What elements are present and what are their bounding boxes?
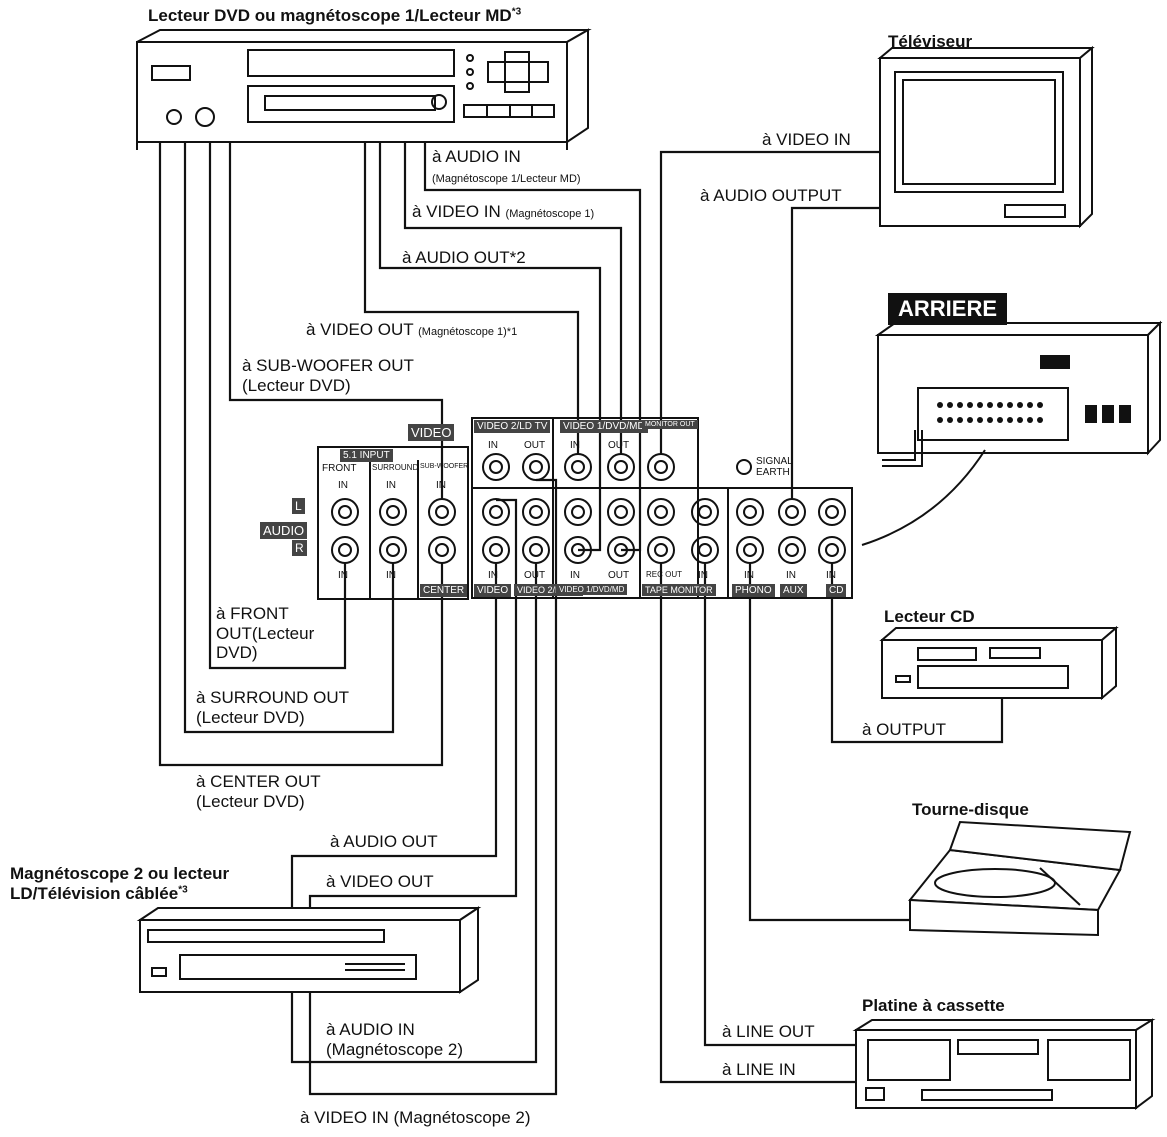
panel-rec-out: REC OUT <box>646 570 682 579</box>
label-vcr2-video-in: à VIDEO IN (Magnétoscope 2) <box>300 1108 531 1127</box>
panel-aux-in: IN <box>786 570 796 581</box>
vcr2-title: Magnétoscope 2 ou lecteur LD/Télévision … <box>10 864 230 904</box>
panel-l-tag: L <box>292 498 305 514</box>
tv-title: Téléviseur <box>888 32 973 51</box>
panel-a-v2-out: OUT <box>524 570 546 581</box>
label-vcr2-audio-in: à AUDIO IN (Magnétoscope 2) <box>326 1020 464 1059</box>
panel-51-input: 5.1 INPUT <box>340 449 393 462</box>
label-audio-in-vcr1: à AUDIO IN (Magnétoscope 1/Lecteur MD) <box>432 147 581 185</box>
label-tv-video-in: à VIDEO IN <box>762 130 851 149</box>
dvd-vcr1-title: Lecteur DVD ou magnétoscope 1/Lecteur MD… <box>148 6 522 25</box>
panel-subwoofer-in: IN <box>436 480 446 491</box>
panel-signal-earth: SIGNAL EARTH <box>756 456 793 478</box>
panel-video2-ld-tv: VIDEO 2/LD TV <box>474 420 551 433</box>
label-cassette-line-out: à LINE OUT <box>722 1022 815 1041</box>
cd-player-device <box>879 625 1119 701</box>
cables <box>158 142 1004 1096</box>
panel-cd: CD <box>826 584 847 597</box>
panel-video1-dvd-md: VIDEO 1/DVD/MD <box>560 420 648 433</box>
panel-video-tag: VIDEO <box>408 424 455 441</box>
panel-audio-tag: AUDIO <box>260 522 308 539</box>
label-cd-output: à OUTPUT <box>862 720 947 739</box>
panel-surround-in: IN <box>386 480 396 491</box>
panel-a-v2-in: IN <box>488 570 498 581</box>
cassette-deck-device <box>852 1018 1156 1110</box>
label-tv-audio-output: à AUDIO OUTPUT <box>700 186 842 205</box>
panel-front-in: IN <box>338 480 348 491</box>
label-video-out-vcr1: à VIDEO OUT (Magnétoscope 1)*1 <box>306 320 518 339</box>
panel-tape-in: IN <box>698 570 708 581</box>
panel-front-in-bottom: IN <box>338 570 348 581</box>
panel-v1-bottom: VIDEO 1/DVD/MD <box>556 584 628 595</box>
panel-surround-in-bottom: IN <box>386 570 396 581</box>
label-sub-woofer-out: à SUB-WOOFER OUT (Lecteur DVD) <box>242 356 414 395</box>
panel-video-bottom: VIDEO <box>474 584 512 597</box>
panel-cd-in: IN <box>826 570 836 581</box>
panel-front: FRONT <box>322 463 357 474</box>
label-cassette-line-in: à LINE IN <box>722 1060 796 1079</box>
panel-v1-in: IN <box>570 440 580 451</box>
panel-v1-out: OUT <box>608 440 630 451</box>
panel-center: CENTER <box>420 584 468 597</box>
label-vcr2-audio-out: à AUDIO OUT <box>330 832 438 851</box>
panel-subwoofer: SUB-WOOFER <box>420 463 469 470</box>
turntable-device <box>908 820 1132 937</box>
panel-phono: PHONO <box>732 584 775 597</box>
arriere-badge: ARRIERE <box>888 293 1008 325</box>
panel-v2-out: OUT <box>524 440 546 451</box>
panel-a-v1-out: OUT <box>608 570 630 581</box>
receiver-panel <box>317 417 853 600</box>
vcr2-device <box>136 906 482 994</box>
label-center-out: à CENTER OUT (Lecteur DVD) <box>196 772 321 811</box>
panel-monitor-out: MONITOR OUT <box>642 420 698 429</box>
turntable-title: Tourne-disque <box>912 800 1029 819</box>
cassette-title: Platine à cassette <box>862 996 1005 1015</box>
panel-a-v1-in: IN <box>570 570 580 581</box>
panel-v2-in: IN <box>488 440 498 451</box>
panel-surround: SURROUND <box>372 463 419 472</box>
label-vcr2-video-out: à VIDEO OUT <box>326 872 434 891</box>
panel-aux: AUX <box>780 584 807 597</box>
label-surround-out: à SURROUND OUT (Lecteur DVD) <box>196 688 350 727</box>
panel-tape-monitor: TAPE MONITOR <box>642 584 716 596</box>
dvd-vcr1-device <box>136 28 592 150</box>
cd-title: Lecteur CD <box>884 607 975 626</box>
label-audio-out-vcr1: à AUDIO OUT*2 <box>402 248 526 267</box>
label-video-in-vcr1: à VIDEO IN (Magnétoscope 1) <box>412 202 595 221</box>
tv-device <box>877 45 1095 229</box>
rear-view-receiver <box>874 320 1163 467</box>
label-front-out: à FRONT OUT(Lecteur DVD) <box>216 604 315 663</box>
panel-phono-in: IN <box>744 570 754 581</box>
panel-r-tag: R <box>292 540 307 556</box>
